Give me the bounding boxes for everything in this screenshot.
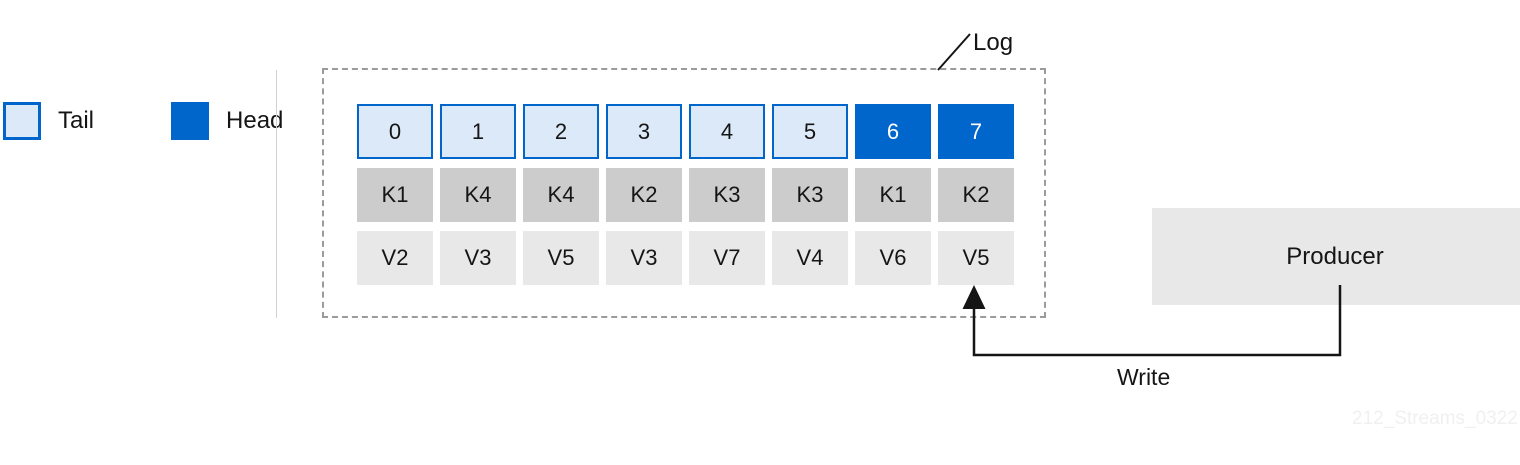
offset-cell[interactable]: 6 [855, 104, 931, 159]
log-column: 0 K1 V2 [357, 104, 433, 285]
key-cell: K2 [606, 168, 682, 222]
log-column: 2 K4 V5 [523, 104, 599, 285]
log-label: Log [973, 29, 1014, 56]
key-cell: K3 [772, 168, 848, 222]
offset-cell[interactable]: 4 [689, 104, 765, 159]
key-cell: K4 [523, 168, 599, 222]
log-column: 3 K2 V3 [606, 104, 682, 285]
log-boundary-box [322, 68, 1046, 318]
offset-cell[interactable]: 1 [440, 104, 516, 159]
legend-label-tail: Tail [58, 107, 95, 134]
value-cell: V6 [855, 231, 931, 285]
key-cell: K4 [440, 168, 516, 222]
legend: Tail Head [0, 98, 283, 144]
value-cell: V5 [938, 231, 1014, 285]
value-cell: V7 [689, 231, 765, 285]
log-column: 4 K3 V7 [689, 104, 765, 285]
key-cell: K3 [689, 168, 765, 222]
offset-cell[interactable]: 7 [938, 104, 1014, 159]
watermark: 212_Streams_0322 [1352, 408, 1518, 429]
offset-cell[interactable]: 0 [357, 104, 433, 159]
offset-cell[interactable]: 3 [606, 104, 682, 159]
key-cell: K1 [855, 168, 931, 222]
log-column: 7 K2 V5 [938, 104, 1014, 285]
key-cell: K2 [938, 168, 1014, 222]
value-cell: V2 [357, 231, 433, 285]
offset-cell[interactable]: 5 [772, 104, 848, 159]
log-column: 1 K4 V3 [440, 104, 516, 285]
head-swatch-icon [171, 102, 210, 140]
legend-label-head: Head [226, 107, 284, 134]
key-cell: K1 [357, 168, 433, 222]
value-cell: V3 [606, 231, 682, 285]
producer-label: Producer [1286, 242, 1384, 270]
value-cell: V3 [440, 231, 516, 285]
log-column: 5 K3 V4 [772, 104, 848, 285]
value-cell: V5 [523, 231, 599, 285]
log-cell-grid: 0 K1 V2 1 K4 V3 2 K4 V5 3 K2 V3 4 K3 V7 … [357, 104, 1014, 285]
producer-box[interactable]: Producer [1152, 208, 1520, 305]
legend-item-head: Head [94, 102, 283, 140]
vertical-divider [276, 70, 277, 318]
tail-swatch-icon [3, 102, 41, 140]
write-label: Write [1117, 364, 1171, 390]
offset-cell[interactable]: 2 [523, 104, 599, 159]
legend-item-tail: Tail [0, 102, 94, 140]
value-cell: V4 [772, 231, 848, 285]
log-column: 6 K1 V6 [855, 104, 931, 285]
